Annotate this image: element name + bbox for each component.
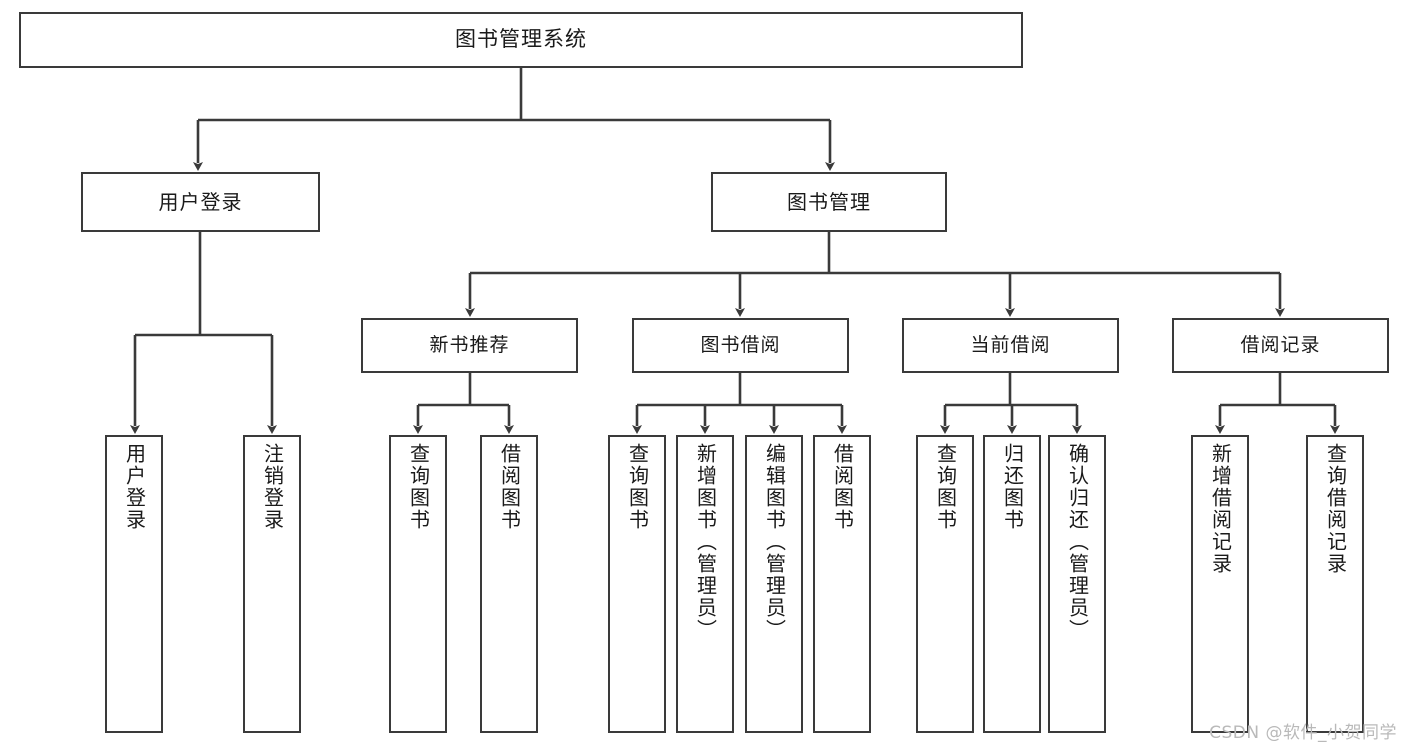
node-leaf-edit-book[interactable]: 编辑图书（管理员） xyxy=(745,435,803,733)
node-leaf-user-logout-label: 注销登录 xyxy=(260,443,285,531)
node-leaf-borrow-book-br[interactable]: 借阅图书 xyxy=(813,435,871,733)
node-borrow-record-label: 借阅记录 xyxy=(1240,334,1321,357)
node-leaf-borrow-book-rec-label: 借阅图书 xyxy=(497,443,522,531)
node-root-system-label: 图书管理系统 xyxy=(455,27,587,52)
node-book-manage-label: 图书管理 xyxy=(787,190,871,214)
node-leaf-query-book-br[interactable]: 查询图书 xyxy=(608,435,666,733)
node-book-manage[interactable]: 图书管理 xyxy=(711,172,947,232)
node-user-login-label: 用户登录 xyxy=(158,190,243,214)
node-leaf-confirm-return-label: 确认归还（管理员） xyxy=(1065,443,1090,641)
node-root-system[interactable]: 图书管理系统 xyxy=(19,12,1023,68)
node-book-borrow[interactable]: 图书借阅 xyxy=(632,318,849,373)
csdn-watermark: CSDN @软件_小贺同学 xyxy=(1209,723,1397,743)
node-user-login[interactable]: 用户登录 xyxy=(81,172,320,232)
node-leaf-borrow-book-br-label: 借阅图书 xyxy=(830,443,855,531)
node-current-borrow[interactable]: 当前借阅 xyxy=(902,318,1119,373)
node-leaf-return-book[interactable]: 归还图书 xyxy=(983,435,1041,733)
node-leaf-query-book-cb[interactable]: 查询图书 xyxy=(916,435,974,733)
node-current-borrow-label: 当前借阅 xyxy=(970,334,1051,357)
node-leaf-query-book-rec-label: 查询图书 xyxy=(406,443,431,531)
node-leaf-add-book-label: 新增图书（管理员） xyxy=(693,443,718,641)
node-new-book-recommend[interactable]: 新书推荐 xyxy=(361,318,578,373)
node-leaf-user-login[interactable]: 用户登录 xyxy=(105,435,163,733)
node-leaf-add-record[interactable]: 新增借阅记录 xyxy=(1191,435,1249,733)
node-leaf-query-book-rec[interactable]: 查询图书 xyxy=(389,435,447,733)
node-borrow-record[interactable]: 借阅记录 xyxy=(1172,318,1389,373)
node-leaf-return-book-label: 归还图书 xyxy=(1000,443,1025,531)
node-leaf-query-record-label: 查询借阅记录 xyxy=(1323,443,1348,575)
node-leaf-query-book-br-label: 查询图书 xyxy=(625,443,650,531)
node-leaf-query-record[interactable]: 查询借阅记录 xyxy=(1306,435,1364,733)
node-leaf-borrow-book-rec[interactable]: 借阅图书 xyxy=(480,435,538,733)
node-leaf-user-login-label: 用户登录 xyxy=(122,443,147,531)
node-leaf-edit-book-label: 编辑图书（管理员） xyxy=(762,443,787,641)
node-leaf-user-logout[interactable]: 注销登录 xyxy=(243,435,301,733)
node-new-book-recommend-label: 新书推荐 xyxy=(429,334,510,357)
node-leaf-add-book[interactable]: 新增图书（管理员） xyxy=(676,435,734,733)
node-leaf-query-book-cb-label: 查询图书 xyxy=(933,443,958,531)
node-book-borrow-label: 图书借阅 xyxy=(700,334,781,357)
node-leaf-add-record-label: 新增借阅记录 xyxy=(1208,443,1233,575)
node-leaf-confirm-return[interactable]: 确认归还（管理员） xyxy=(1048,435,1106,733)
